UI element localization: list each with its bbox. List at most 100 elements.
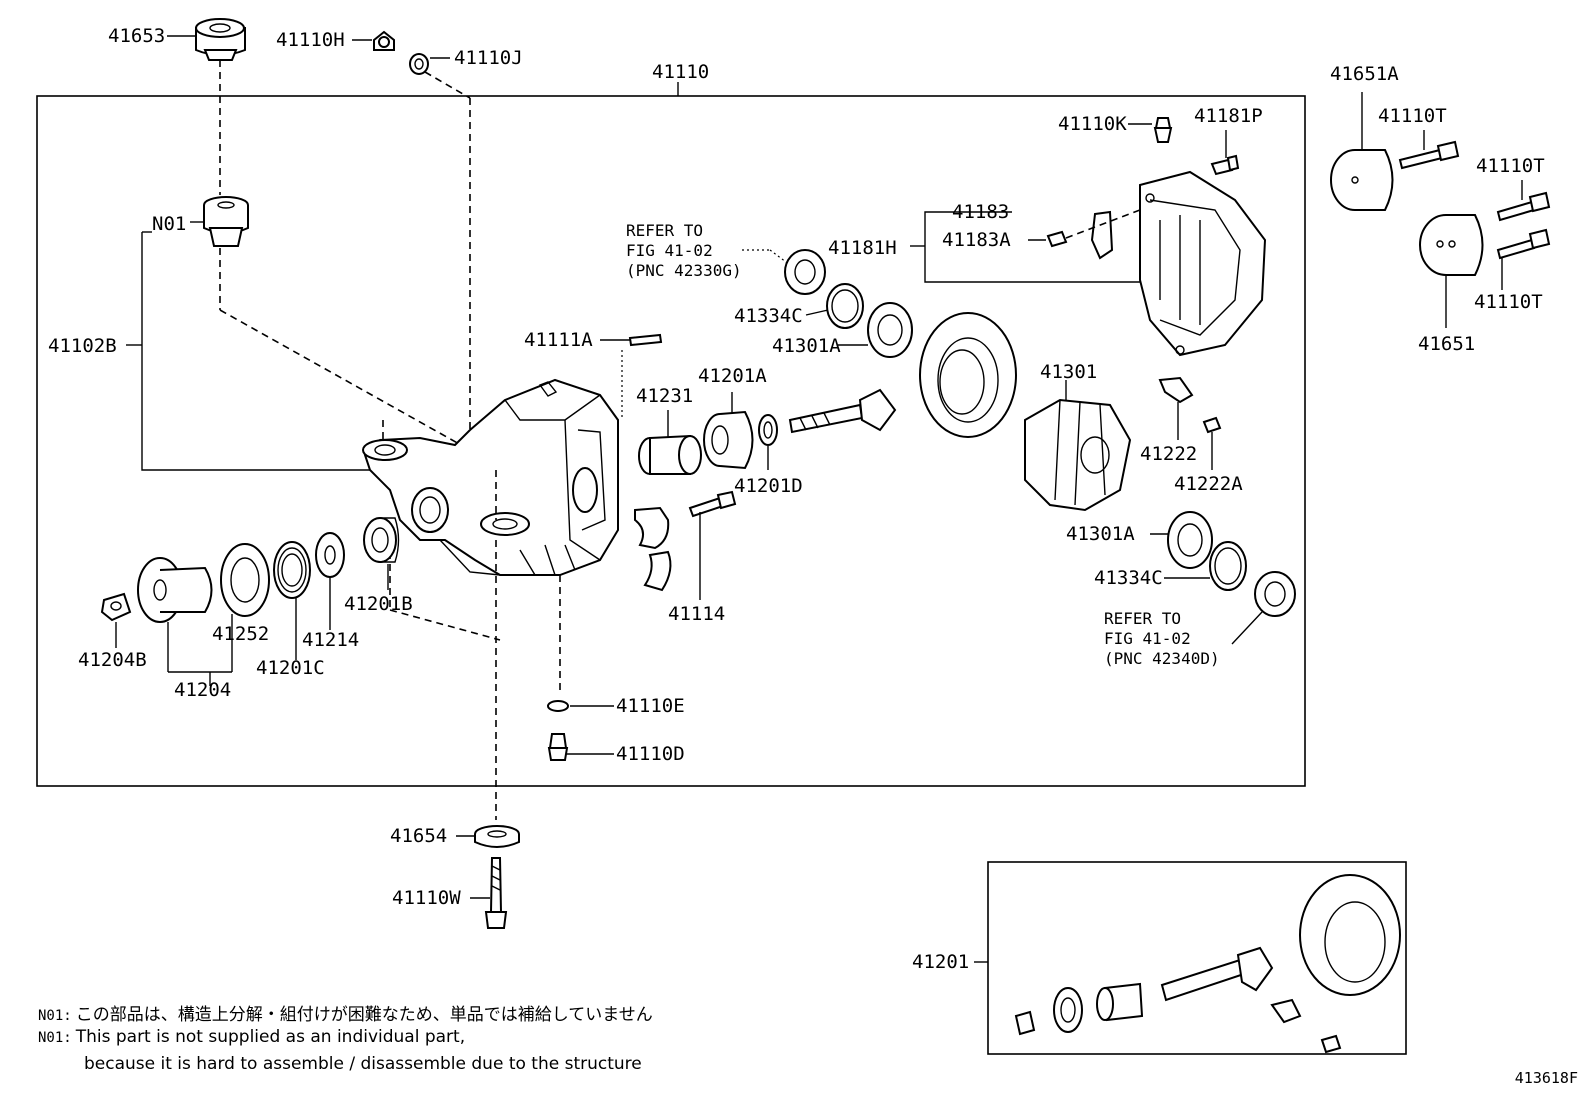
label-41201C: 41201C: [256, 657, 325, 679]
bolt-41110T-b: [1496, 191, 1551, 222]
sensor-41222: [1158, 376, 1194, 404]
note-en-text-1: This part is not supplied as an individu…: [75, 1027, 466, 1047]
shim-41334C-lower: [1209, 541, 1247, 591]
label-41301A-lower: 41301A: [1066, 523, 1135, 545]
label-41181P: 41181P: [1194, 105, 1263, 127]
bearing-41201B: [363, 517, 400, 563]
label-41181H: 41181H: [828, 237, 897, 259]
note-n01-jp: N01:この部品は、構造上分解・組付けが困難なため、単品では補給していません: [38, 1000, 653, 1025]
label-41651: 41651: [1418, 333, 1475, 355]
oil-seal-lower: [1254, 571, 1296, 617]
note-tag: N01:: [38, 1030, 72, 1046]
bolt-41183A: [1046, 230, 1068, 248]
bolt-41181P: [1210, 154, 1240, 176]
label-41110E: 41110E: [616, 695, 685, 717]
shim-41334C-upper: [826, 283, 864, 329]
label-41110H: 41110H: [276, 29, 345, 51]
label-41111A: 41111A: [524, 329, 593, 351]
label-41252: 41252: [212, 623, 269, 645]
bolt-41110W: [484, 857, 508, 929]
note-en-text-2: because it is hard to assemble / disasse…: [84, 1054, 642, 1074]
label-41110W: 41110W: [392, 887, 461, 909]
label-41110: 41110: [652, 61, 709, 83]
spacer-41231: [638, 434, 702, 475]
differential-case-41301: [1024, 398, 1132, 512]
oil-seal-upper: [784, 249, 826, 295]
figure-code: 413618F: [1514, 1069, 1578, 1087]
label-41222: 41222: [1140, 443, 1197, 465]
svg-text:FIG 41-02: FIG 41-02: [626, 241, 713, 260]
subassembly-41201-parts: [1014, 874, 1401, 1054]
bolt-41114: [688, 490, 737, 518]
carrier-cover-41181H: [1139, 170, 1267, 357]
label-41183: 41183: [952, 201, 1009, 223]
mount-41651: [1419, 214, 1484, 276]
bearing-41201A: [703, 410, 754, 470]
note-n01-en: N01:This part is not supplied as an indi…: [38, 1027, 465, 1047]
bolt-41110T-c: [1496, 228, 1551, 260]
label-41214: 41214: [302, 629, 359, 651]
label-41204: 41204: [174, 679, 231, 701]
label-41201D: 41201D: [734, 475, 803, 497]
companion-flange-41204: [137, 557, 213, 623]
label-41102B: 41102B: [48, 335, 117, 357]
label-41110T-b: 41110T: [1476, 155, 1545, 177]
label-41201B: 41201B: [344, 593, 413, 615]
svg-text:(PNC 42340D): (PNC 42340D): [1104, 649, 1220, 668]
vent-plug-41110K: [1153, 117, 1173, 143]
svg-text:FIG 41-02: FIG 41-02: [1104, 629, 1191, 648]
bolt-41110T-a: [1398, 140, 1460, 170]
label-41114: 41114: [668, 603, 725, 625]
plate-41183: [1090, 210, 1114, 260]
label-41110J: 41110J: [454, 47, 523, 69]
label-41231: 41231: [636, 385, 693, 407]
label-41334C-upper: 41334C: [734, 305, 803, 327]
note-n01-en-cont: because it is hard to assemble / disasse…: [84, 1054, 642, 1074]
refer-note-bottom: REFER TO FIG 41-02 (PNC 42340D): [1104, 609, 1220, 668]
washer-41214: [315, 532, 345, 578]
breather-plug-41110H: [373, 30, 395, 51]
label-41201A: 41201A: [698, 365, 767, 387]
differential-carrier-housing: [362, 378, 619, 576]
svg-text:REFER TO: REFER TO: [1104, 609, 1181, 628]
label-41301: 41301: [1040, 361, 1097, 383]
label-41110D: 41110D: [616, 743, 685, 765]
mount-41654: [474, 825, 520, 848]
washer-41201D: [758, 414, 778, 446]
label-41222A: 41222A: [1174, 473, 1243, 495]
label-41110T-a: 41110T: [1378, 105, 1447, 127]
bushing-n01: [203, 196, 249, 247]
assembly-41201-frame: [987, 861, 1407, 1055]
label-41334C-lower: 41334C: [1094, 567, 1163, 589]
gasket-41110J: [409, 53, 429, 75]
gasket-41110E: [547, 700, 569, 712]
bolt-41222A: [1202, 416, 1222, 434]
label-41653: 41653: [108, 25, 165, 47]
label-41201: 41201: [912, 951, 969, 973]
oil-seal-41201C: [273, 541, 311, 599]
label-n01: N01: [152, 213, 186, 235]
svg-text:(PNC 42330G): (PNC 42330G): [626, 261, 742, 280]
dust-deflector-41252: [220, 543, 270, 617]
drive-pinion: [788, 388, 897, 434]
label-41654: 41654: [390, 825, 447, 847]
bearing-41301A-lower: [1167, 511, 1213, 569]
refer-note-top: REFER TO FIG 41-02 (PNC 42330G): [626, 221, 742, 280]
nut-41204B: [100, 592, 132, 622]
bearing-cap: [634, 506, 672, 592]
ring-gear: [919, 312, 1017, 438]
label-41204B: 41204B: [78, 649, 147, 671]
note-jp-text: この部品は、構造上分解・組付けが困難なため、単品では補給していません: [75, 1005, 653, 1025]
svg-text:REFER TO: REFER TO: [626, 221, 703, 240]
mount-cushion-41653: [195, 18, 246, 61]
label-41110T-c: 41110T: [1474, 291, 1543, 313]
label-41301A-upper: 41301A: [772, 335, 841, 357]
label-41110K: 41110K: [1058, 113, 1127, 135]
drain-plug-41110D: [547, 733, 569, 761]
label-41183A: 41183A: [942, 229, 1011, 251]
assembly-41110-frame: [36, 95, 1306, 787]
note-tag: N01:: [38, 1008, 72, 1024]
label-41651A: 41651A: [1330, 63, 1399, 85]
pin-41111A: [628, 333, 663, 347]
